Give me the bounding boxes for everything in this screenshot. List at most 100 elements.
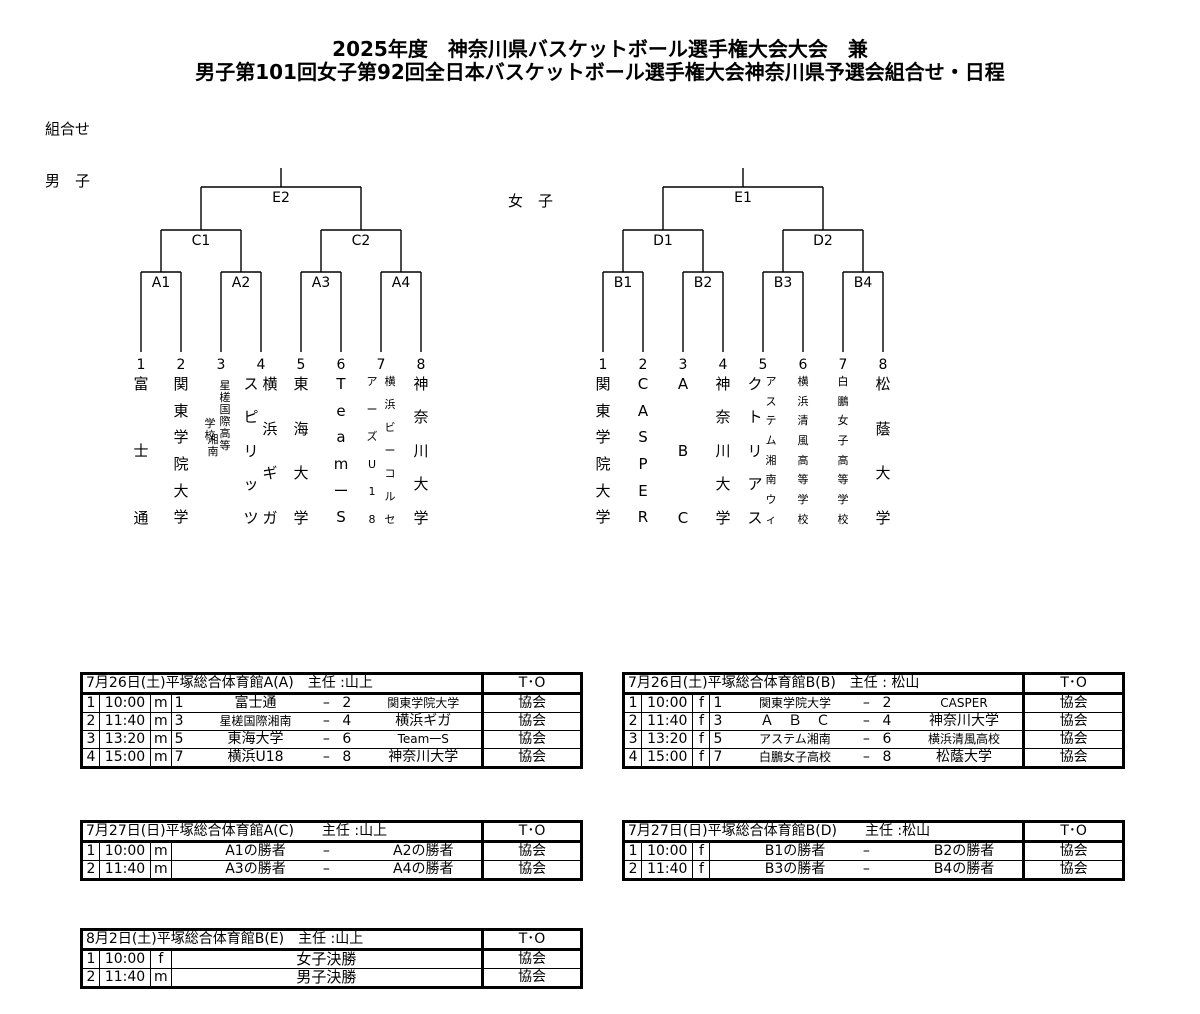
game-home: A3の勝者 [197,860,314,880]
team-char: ス [747,508,763,527]
team-char: ア [765,375,777,388]
team-char: 高 [219,427,231,441]
team-char: C [677,508,689,527]
team-char: 8 [368,512,376,526]
team-char: U [367,457,377,471]
team-char: 学 [173,508,189,527]
game-g: m [149,693,172,713]
game-g: m [150,968,172,988]
team-char: S [336,508,346,527]
team-char: 川 [413,441,429,460]
team-char: 大 [875,464,891,482]
game-to: 協会 [481,712,582,731]
team-char: 学 [595,428,611,447]
team-char: E [638,481,648,500]
game-g: m [149,712,172,731]
team-char: ッ [243,475,259,494]
game-g: m [149,748,172,768]
team-char: ル [384,489,396,503]
to-header: T･O [1022,673,1124,695]
team-char: 校 [837,512,849,526]
game-away: A2の勝者 [365,841,484,861]
game-no: 2 [81,860,100,880]
game-b [339,841,366,861]
game-b: 6 [339,730,366,749]
team-char: 浜 [262,419,278,438]
team-char: ウ [765,493,777,507]
section-label: 組合せ [45,120,91,138]
game-b: 8 [879,748,906,768]
game-dash: – [853,730,880,749]
team-char: m [333,455,349,474]
team-char: ー [333,481,349,500]
team-char: コ [384,466,396,480]
team-name: 神奈川大学 [412,376,430,526]
seed-number: 3 [216,357,226,373]
game-g: f [150,949,172,969]
to-header: T･O [481,821,582,843]
team-char: 大 [715,475,731,494]
game-dash: – [853,712,880,731]
game-away: CASPER [905,693,1025,713]
game-dash: – [313,693,340,713]
game-dash: – [313,860,340,880]
team-char: T [336,375,346,393]
team-char: 高 [837,453,849,467]
game-g: m [149,730,172,749]
team-char: 学 [875,508,891,527]
game-no: 4 [622,748,643,768]
team-name: 学校 [203,376,217,568]
game-b: 2 [879,693,906,713]
team-char: 蔭 [875,419,891,438]
game-to: 協会 [481,841,582,861]
game-home: 横浜U18 [197,748,314,768]
game-home: B1の勝者 [736,841,854,861]
team-char: ス [243,375,259,393]
game-no: 1 [81,949,100,969]
team-char: 通 [133,508,149,527]
game-a: 3 [170,712,198,731]
game-dash: – [853,841,880,861]
team-char: 東 [173,401,189,420]
team-char: 学 [837,493,849,507]
team-char: 子 [837,434,849,448]
team-char: 国 [219,403,231,417]
game-no: 2 [622,860,643,880]
team-char: 海 [293,419,309,438]
team-name: 関東学院大学 [594,376,612,526]
game-home: 富士通 [197,693,314,713]
game-away: A4の勝者 [365,860,484,880]
game-away: 関東学院大学 [365,693,484,713]
game-a [709,860,737,880]
team-char: C [637,375,649,393]
team-char: ピ [243,408,259,427]
game-no: 3 [81,730,100,749]
title-line-1: 2025年度 神奈川県バスケットボール選手権大会大会 兼 [332,37,868,61]
team-char: 槎 [219,391,231,405]
game-b [339,860,366,880]
game-home: B3の勝者 [736,860,854,880]
team-char: ム [765,434,777,448]
title-line-2: 男子第101回女子第92回全日本バスケットボール選手権大会神奈川県予選会組合せ・… [195,60,1005,84]
seed-number: 5 [296,357,306,373]
team-char: ガ [262,508,278,527]
game-time: 10:00 [641,693,694,713]
game-to: 協会 [481,693,582,713]
women-label: 女 子 [508,192,554,210]
team-char: 星 [219,379,231,392]
game-to: 協会 [481,748,582,768]
team-char: 校 [204,429,216,443]
team-char: ト [747,408,763,427]
team-char: 等 [797,473,809,487]
team-char: 大 [413,475,429,494]
game-no: 2 [81,712,100,731]
seed-number: 7 [838,357,848,373]
